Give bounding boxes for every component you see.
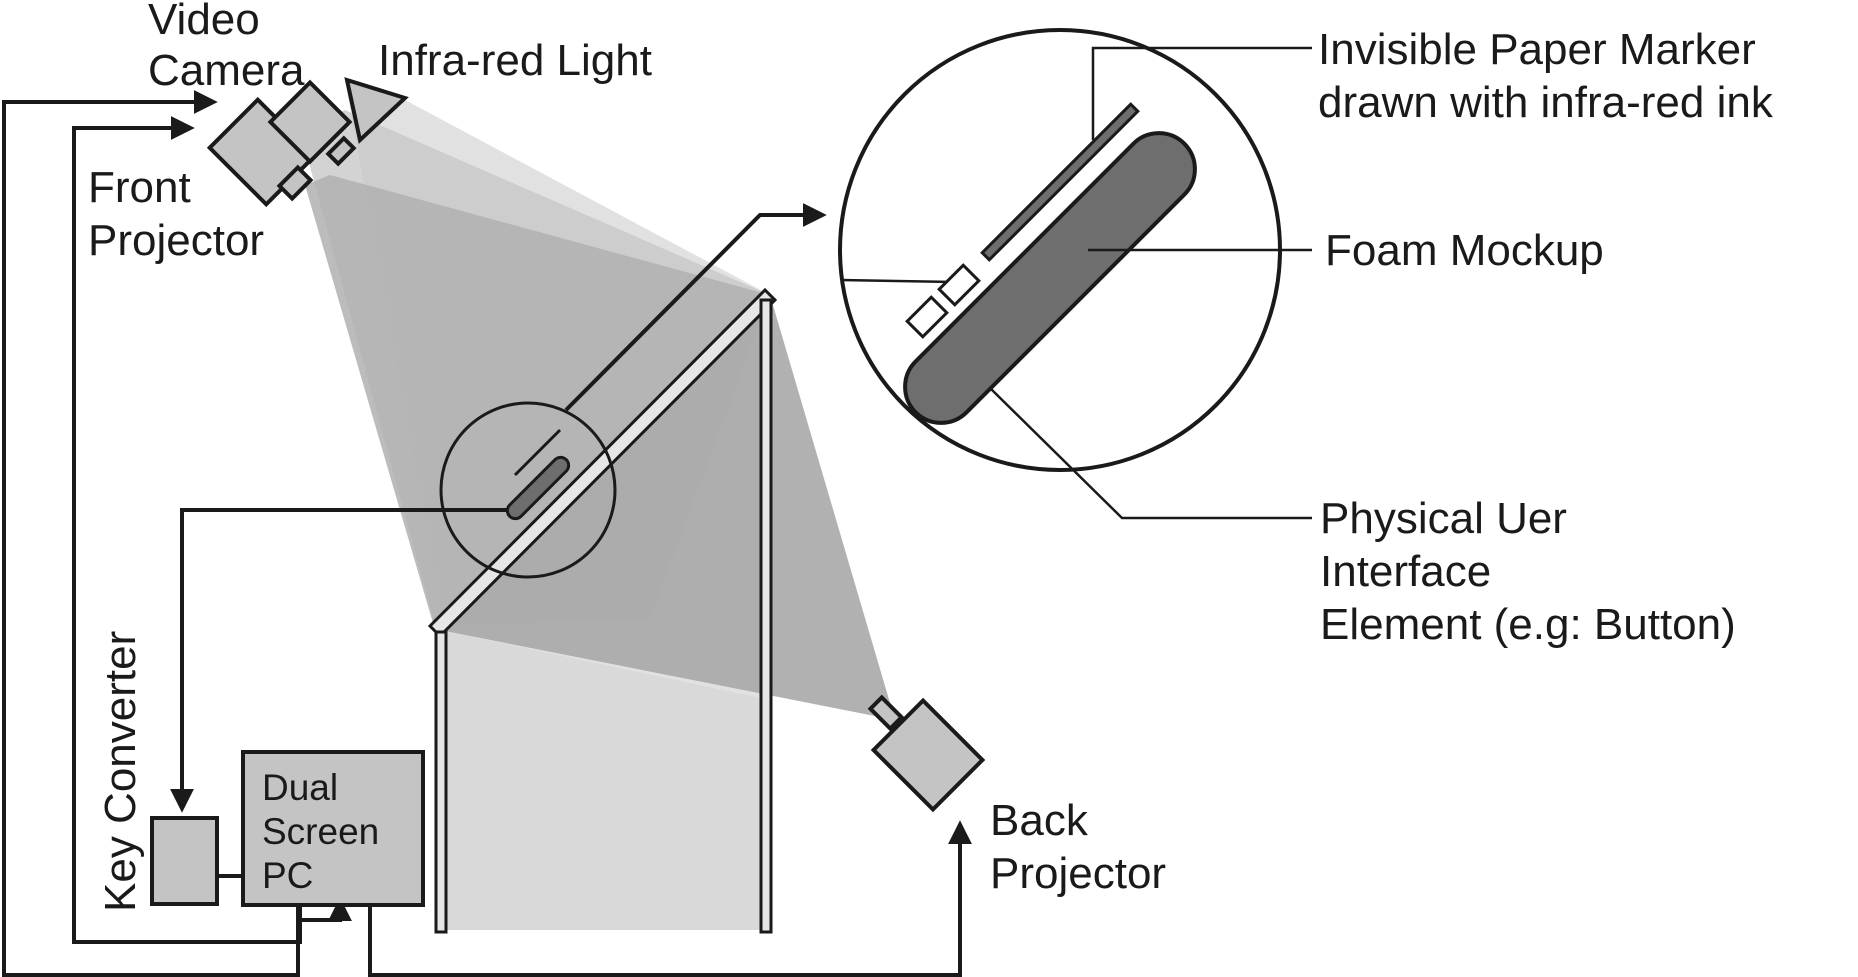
label-front-projector-line1: Front <box>88 163 191 212</box>
label-pui-element-line2: Interface <box>1320 547 1491 596</box>
label-back-projector-line2: Projector <box>990 849 1166 898</box>
projection-screen <box>427 287 778 934</box>
pui-button-shapes <box>905 263 981 339</box>
video-camera <box>267 79 357 167</box>
label-dual-screen-pc-line1: Dual <box>262 767 338 808</box>
back-projector <box>867 694 986 813</box>
label-pui-element-line3: Element (e.g: Button) <box>1320 600 1736 649</box>
label-dual-screen-pc-line2: Screen <box>262 811 379 852</box>
label-infrared-light: Infra-red Light <box>378 36 652 85</box>
label-pui-element-line1: Physical Uer <box>1320 494 1567 543</box>
wiring <box>2 90 972 977</box>
label-back-projector-line1: Back <box>990 796 1089 845</box>
label-dual-screen-pc-line3: PC <box>262 855 313 896</box>
dual-screen-pc-box <box>241 750 425 907</box>
back-projector-beam <box>440 295 895 930</box>
label-video-camera-line1: Video <box>148 0 260 44</box>
label-paper-marker-line1: Invisible Paper Marker <box>1318 25 1756 74</box>
label-video-camera-line2: Camera <box>148 46 305 95</box>
infrared-light <box>344 77 409 144</box>
foam-mockup-shape <box>903 131 1197 425</box>
zoomed-detail <box>838 28 1282 472</box>
label-key-converter: Key Converter <box>96 631 145 912</box>
label-foam-mockup: Foam Mockup <box>1325 226 1604 275</box>
paper-marker-strip <box>980 102 1140 262</box>
label-front-projector-line2: Projector <box>88 216 264 265</box>
callout-leaders <box>989 46 1312 520</box>
key-converter-box <box>150 816 219 906</box>
label-paper-marker-line2: drawn with infra-red ink <box>1318 78 1774 127</box>
detail-source-circle <box>439 401 617 579</box>
